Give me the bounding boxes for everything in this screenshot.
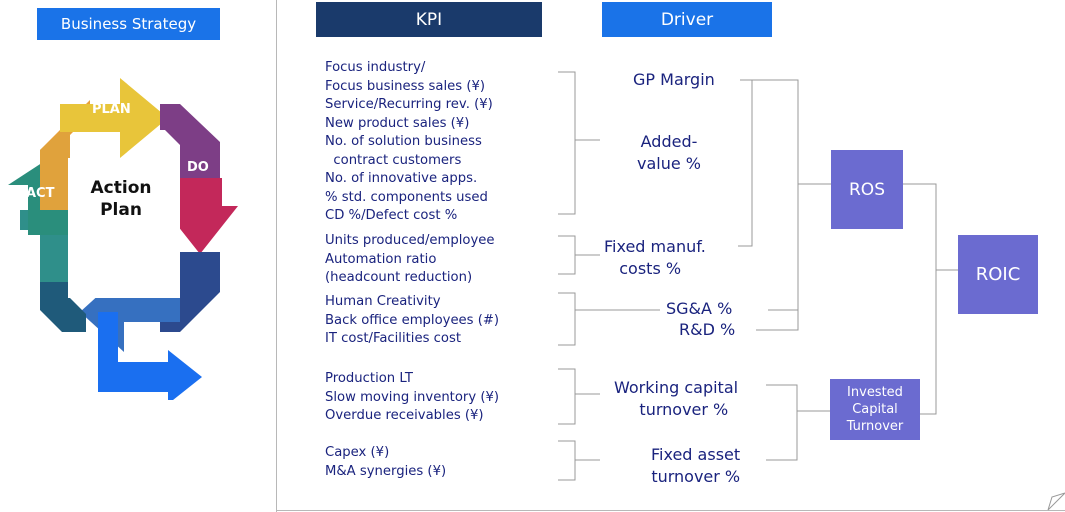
flow-arrow — [98, 312, 202, 400]
kpi-header: KPI — [316, 2, 542, 37]
do-arrow — [162, 178, 238, 254]
frame-left-border — [276, 0, 277, 512]
corner-fold-icon — [1047, 492, 1065, 511]
ros-box: ROS — [831, 150, 903, 229]
kpi-group-1: Focus industry/ Focus business sales (¥)… — [325, 60, 493, 223]
kpi-group-2: Units produced/employee Automation ratio… — [325, 233, 495, 285]
kpi-group-5: Capex (¥) M&A synergies (¥) — [325, 445, 447, 479]
check-tail — [40, 282, 86, 332]
link-working-capital — [766, 384, 830, 461]
bracket-2 — [558, 235, 600, 275]
do-segment — [160, 104, 220, 180]
driver-header: Driver — [602, 2, 772, 37]
plan-tail — [40, 132, 70, 210]
link-gp-margin — [740, 79, 799, 311]
business-strategy-header: Business Strategy — [37, 8, 220, 40]
driver-fixed-manuf: Fixed manuf. costs % — [604, 237, 706, 278]
driver-working-capital: Working capital turnover % — [614, 378, 739, 419]
driver-fixed-asset: Fixed asset turnover % — [651, 445, 741, 486]
cycle-center — [68, 158, 180, 298]
do-label: DO — [187, 160, 209, 175]
driver-added-value: Added- value % — [637, 132, 701, 173]
kpi-group-3: Human Creativity Back office employees (… — [325, 294, 500, 346]
kpi-group-4: Production LT Slow moving inventory (¥) … — [325, 371, 500, 423]
bracket-5 — [558, 440, 600, 481]
link-ros-roic — [903, 183, 958, 415]
invested-capital-box: Invested Capital Turnover — [830, 379, 920, 440]
roic-box: ROIC — [958, 235, 1038, 314]
driver-gp-margin: GP Margin — [633, 70, 715, 89]
driver-rd: R&D % — [679, 320, 736, 339]
plan-label: PLAN — [92, 102, 131, 117]
link-fixed-manuf — [738, 80, 753, 247]
check-label: CHECK — [100, 251, 149, 266]
frame-bottom-border — [276, 510, 1065, 511]
plan-arrow — [60, 78, 168, 158]
bracket-1 — [558, 71, 600, 215]
driver-sga: SG&A % — [666, 299, 733, 318]
bracket-4 — [558, 368, 600, 425]
link-rd — [756, 310, 799, 331]
bracket-3 — [558, 292, 660, 346]
act-label: ACT — [26, 186, 55, 201]
action-plan-label: Action Plan — [90, 178, 152, 220]
pdca-cycle-diagram — [8, 78, 238, 400]
